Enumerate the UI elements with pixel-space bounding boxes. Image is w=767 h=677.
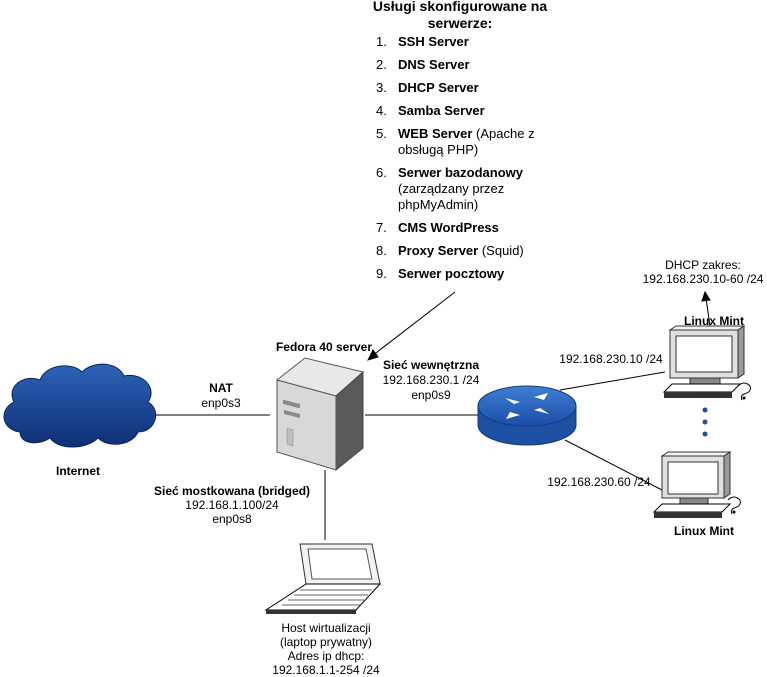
nat-title: NAT: [209, 381, 233, 395]
arrow-head-dhcp: [701, 290, 711, 302]
services-list: 1.SSH Server 2.DNS Server 3.DHCP Server …: [376, 34, 576, 289]
client2-computer-icon: [652, 451, 741, 518]
more-clients-dots: [702, 407, 708, 437]
dhcp-range-title: DHCP zakres:: [665, 258, 741, 272]
service-item: 7.CMS WordPress: [376, 220, 499, 235]
bridged-net-title: Sieć mostkowana (bridged): [153, 484, 311, 498]
client1-ip: 192.168.230.10 /24: [559, 352, 663, 366]
server-label: Fedora 40 server: [275, 340, 373, 354]
client2-label: Linux Mint: [674, 524, 734, 538]
connection-lines: [155, 290, 711, 540]
dhcp-range-value: 192.168.230.10-60 /24: [642, 272, 764, 286]
services-title: Usługi skonfigurowane na serwerze:: [372, 0, 548, 31]
arrow-client1-dhcp: [705, 297, 711, 327]
internal-net-ip: 192.168.230.1 /24: [382, 373, 480, 387]
internet-label: Internet: [55, 464, 100, 478]
bridged-net-ip: 192.168.1.100/24: [185, 498, 279, 512]
host-label-line3: Adres ip dhcp:: [287, 649, 365, 663]
client1-label: Linux Mint: [684, 314, 744, 328]
service-item: 3.DHCP Server: [376, 80, 479, 95]
service-item: 6.Serwer bazodanowy (zarządzany przez ph…: [376, 165, 523, 212]
service-item: 9.Serwer pocztowy: [376, 266, 505, 281]
host-label-line2: (laptop prywatny): [279, 635, 373, 649]
link-router-client2: [564, 439, 663, 491]
service-item: 4.Samba Server: [376, 103, 485, 118]
arrow-head-server: [367, 349, 379, 361]
internal-net-iface: enp0s9: [411, 388, 451, 402]
host-label-line1: Host wirtualizacji: [281, 621, 371, 635]
internet-cloud-icon: [3, 363, 157, 448]
host-label-line4: 192.168.1.1-254 /24: [272, 663, 380, 677]
arrow-services-server: [371, 291, 456, 357]
service-item: 2.DNS Server: [376, 57, 470, 72]
internal-net-title: Sieć wewnętrzna: [382, 358, 480, 372]
client2-ip: 192.168.230.60 /24: [547, 475, 651, 489]
client1-computer-icon: [662, 325, 751, 401]
service-item: 8.Proxy Server (Squid): [376, 243, 524, 258]
service-item: 5.WEB Server (Apache z obsługą PHP): [376, 126, 535, 157]
laptop-icon: [264, 543, 382, 614]
service-item: 1.SSH Server: [376, 34, 469, 49]
server-tower-icon: [275, 357, 365, 472]
nat-iface: enp0s3: [201, 396, 241, 410]
bridged-net-iface: enp0s8: [212, 512, 252, 526]
router-icon: [477, 385, 577, 446]
link-router-client1: [559, 371, 666, 391]
